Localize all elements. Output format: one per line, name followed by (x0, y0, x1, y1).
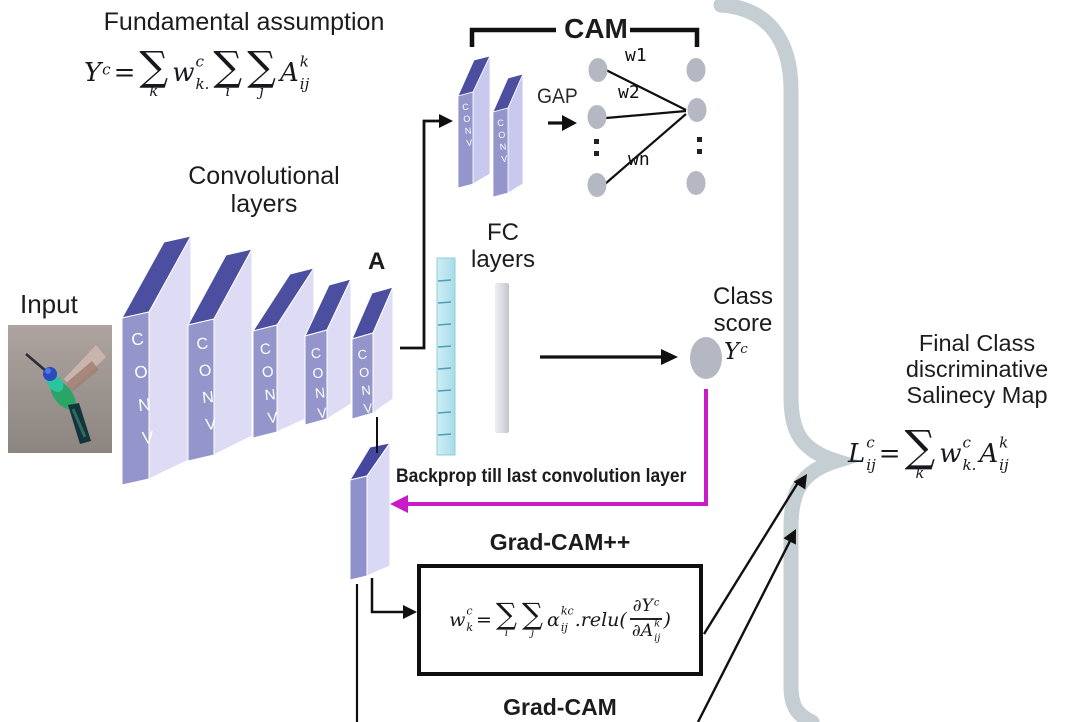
gradcam-title: Grad-CAM (503, 694, 617, 720)
weight-label-wn: wn (628, 149, 650, 170)
class-score-label: Class score (698, 283, 788, 338)
cam-node-left-3 (587, 173, 607, 197)
cam-conv-block-2 (492, 73, 524, 198)
sum-i: ∑i (495, 597, 517, 640)
conv-layers-label: Convolutional layers (148, 162, 380, 218)
sum-j: ∑j (521, 597, 543, 640)
vdots-left-2 (594, 151, 599, 156)
fc-hidden-bar (495, 283, 509, 433)
conv-block-2 (187, 248, 253, 462)
cam-bracket (469, 27, 700, 47)
relu-token: .relu( (574, 609, 627, 631)
gradcampp-to-brace-head (793, 474, 807, 490)
gradcampp-title: Grad-CAM++ (489, 529, 631, 555)
fc-input-bar (436, 257, 456, 456)
feature-map-block (348, 441, 392, 581)
fc-layers-label: FC layers (455, 219, 551, 274)
equals: = (476, 609, 492, 631)
sum-k: ∑k (904, 422, 936, 483)
vdots-right-2 (697, 149, 702, 154)
bird-beak (25, 353, 47, 372)
sum-i: ∑i (213, 43, 243, 101)
conv-block-5 (351, 286, 394, 420)
final-map-label: Final Class discriminative Salinecy Map (876, 330, 1078, 409)
backprop-arrow-head (390, 495, 408, 513)
cam-node-right-2 (687, 98, 707, 122)
conv-block-4 (304, 278, 352, 426)
gradcam-to-brace-head (783, 529, 796, 545)
cam-conv-block-1 (457, 55, 491, 189)
cam-node-left-2 (587, 105, 607, 129)
bird-tail-streak (71, 408, 87, 438)
conv-layers-line2: layers (230, 190, 298, 218)
equals: = (113, 58, 136, 89)
conv-layers-line1: Convolutional (188, 162, 340, 190)
sum-j: ∑j (247, 43, 276, 101)
class-score-line1: Class (712, 283, 773, 310)
arrow-conv-to-cam-head (439, 114, 453, 128)
gradcam-to-brace-arrow (696, 538, 793, 722)
bird-head-highlight (45, 368, 51, 374)
class-score-line2: score (713, 309, 773, 337)
weight-label-w1: w1 (625, 45, 647, 66)
bird-wing-shadow (66, 361, 99, 392)
weight-label-w2: w2 (618, 82, 640, 103)
sum-k: ∑k (139, 43, 169, 101)
assumption-title: Fundamental assumption (103, 8, 385, 36)
cam-node-right-1 (686, 58, 706, 82)
backprop-path (404, 389, 708, 506)
final-map-line1: Final Class (918, 330, 1036, 356)
backprop-label: Backprop till last convolution layer (396, 466, 687, 487)
final-map-line2: discriminative (905, 355, 1049, 382)
feature-map-label: A (368, 248, 386, 275)
input-label: Input (20, 289, 78, 319)
gap-label: GAP (537, 85, 578, 108)
curly-brace (713, 0, 861, 722)
fc-to-score-arrow-head (661, 349, 678, 365)
cam-network (587, 58, 707, 197)
close-paren: ) (663, 609, 671, 631)
fc-line1: FC (487, 219, 519, 246)
featuremap-to-gradcampp-line (370, 578, 404, 614)
conv-block-1 (121, 235, 192, 486)
final-map-line3: Salinecy Map (906, 381, 1048, 408)
cam-node-right-3 (686, 171, 706, 195)
gap-arrow-head (562, 115, 577, 131)
vdots-right (697, 137, 702, 142)
class-score-node (690, 337, 722, 379)
cam-node-left-1 (588, 58, 608, 82)
gradcampp-to-brace-arrow (702, 480, 801, 635)
cam-title: CAM (564, 13, 628, 44)
input-image (8, 325, 112, 453)
equals: = (878, 439, 901, 470)
featuremap-to-gradcampp-head (403, 605, 417, 619)
fc-line2: layers (470, 245, 536, 273)
arrow-conv-to-cam (400, 119, 440, 350)
vdots-left (594, 139, 599, 144)
